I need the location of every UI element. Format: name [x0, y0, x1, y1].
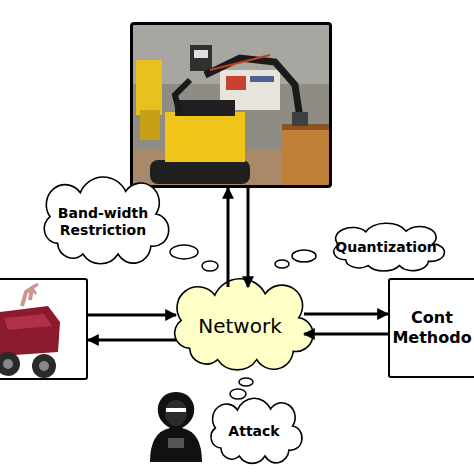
arrow-connector	[304, 313, 388, 316]
robot-photo	[132, 24, 330, 186]
arrow-connector	[88, 314, 176, 317]
node-label: Attack	[209, 423, 299, 441]
rover-robot	[0, 280, 86, 378]
arrow-connector	[247, 188, 250, 287]
thought-bubbles	[170, 245, 316, 399]
arrow-connector	[88, 339, 176, 342]
photo-box	[130, 22, 332, 188]
arrow-connector	[304, 333, 388, 336]
control-box: Cont Methodo	[388, 278, 474, 378]
hacker-icon	[150, 392, 202, 462]
thought-cloud: Quantization	[330, 226, 442, 270]
node-label: Band-width Restriction	[53, 205, 153, 240]
node-label: Quantization	[331, 239, 441, 257]
thought-cloud: Attack	[208, 402, 300, 462]
robot-box	[0, 278, 88, 380]
thought-cloud: Band-width Restriction	[40, 182, 166, 262]
network-cloud: Network	[170, 284, 310, 368]
node-label: Cont Methodo	[392, 308, 472, 348]
node-label: Network	[175, 314, 305, 339]
arrow-connector	[227, 188, 230, 287]
